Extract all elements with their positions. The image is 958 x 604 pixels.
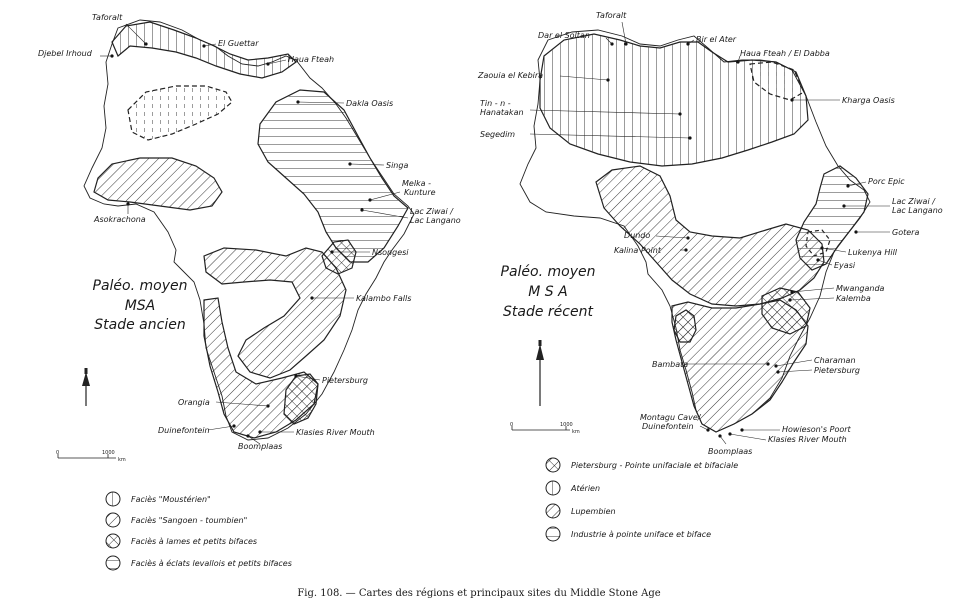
right-site-montagu-1: Montagu Cave/ bbox=[640, 413, 702, 422]
left-site-melka-kunture-1: Melka - bbox=[402, 179, 431, 188]
right-site-bir-el-ater: Bir el Ater bbox=[696, 35, 737, 44]
left-site-kalambo-falls: Kalambo Falls bbox=[356, 294, 411, 303]
right-site-tin-hanatakan-2: Hanatakan bbox=[480, 108, 524, 117]
right-site-taforalt: Taforalt bbox=[596, 11, 627, 20]
right-scale-zero: 0 bbox=[510, 422, 513, 428]
right-legend-swatch-1 bbox=[545, 457, 561, 473]
right-site-tin-hanatakan-1: Tin - n - bbox=[480, 99, 511, 108]
right-map-title-line-1: Paléo. moyen bbox=[501, 264, 596, 280]
right-site-pietersburg: Pietersburg bbox=[814, 366, 860, 375]
figure-caption: Fig. 108. — Cartes des régions et princi… bbox=[297, 588, 660, 599]
right-site-kharga-oasis: Kharga Oasis bbox=[842, 96, 895, 105]
right-site-lukenya-hill: Lukenya Hill bbox=[848, 248, 898, 257]
left-north-arrow bbox=[82, 368, 90, 406]
right-site-haua-fteah: Haua Fteah / El Dabba bbox=[740, 49, 830, 58]
right-site-montagu-2: Duinefontein bbox=[642, 422, 694, 431]
left-site-singa: Singa bbox=[386, 161, 408, 170]
left-legend-label-3: Faciès à lames et petits bifaces bbox=[131, 536, 257, 546]
right-site-eyasi: Eyasi bbox=[834, 261, 856, 270]
right-site-charaman: Charaman bbox=[814, 356, 856, 365]
right-legend-label-3: Lupembien bbox=[571, 507, 616, 516]
left-legend-label-1: Faciès "Moustérien" bbox=[131, 494, 211, 504]
right-site-lac-ziwai-2: Lac Langano bbox=[892, 206, 943, 215]
right-zone-pietersburg-main bbox=[671, 299, 809, 433]
left-legend-swatch-2 bbox=[105, 512, 121, 528]
left-legend-swatch-1 bbox=[105, 491, 121, 507]
left-zone-sangoen-west bbox=[93, 157, 223, 211]
left-site-lac-ziwai-1: Lac Ziwai / bbox=[410, 207, 454, 216]
left-site-klasies: Klasies River Mouth bbox=[296, 428, 375, 437]
left-site-boomplaas: Boomplaas bbox=[238, 442, 282, 451]
right-site-segedim: Segedim bbox=[480, 130, 515, 139]
right-legend-label-1: Pietersburg - Pointe unifaciale et bifac… bbox=[571, 461, 738, 470]
right-scale-unit: km bbox=[572, 429, 580, 435]
right-zone-aterian bbox=[539, 33, 809, 167]
left-zone-blades-pietersburg bbox=[283, 373, 319, 425]
left-legend-label-4: Faciès à éclats levallois et petits bifa… bbox=[131, 558, 292, 568]
left-site-markers bbox=[100, 23, 409, 445]
right-site-bambata: Bambata bbox=[652, 360, 688, 369]
right-site-porc-epic: Porc Epic bbox=[868, 177, 905, 186]
right-legend-swatch-2 bbox=[545, 480, 561, 496]
right-map: Taforalt Dar el Soltan Bir el Ater Haua … bbox=[477, 11, 943, 542]
left-site-asokrachona: Asokrachona bbox=[93, 215, 146, 224]
right-legend-label-2: Atérien bbox=[570, 483, 600, 493]
left-scale-bar: 0 1000 km bbox=[56, 450, 126, 463]
left-scale-max: 1000 bbox=[102, 450, 115, 456]
right-zone-aterian-dashed bbox=[749, 61, 805, 101]
right-scale-bar: 0 1000 km bbox=[510, 422, 580, 435]
right-site-markers bbox=[529, 21, 890, 445]
right-site-dundo: Dundo bbox=[624, 231, 650, 240]
left-scale-unit: km bbox=[118, 457, 126, 463]
right-site-lac-ziwai-1: Lac Ziwai / bbox=[892, 197, 936, 206]
left-site-haua-fteah: Haua Fteah bbox=[288, 55, 334, 64]
right-site-howiesons: Howieson's Poort bbox=[782, 425, 852, 434]
right-zone-pietersburg-cross-west bbox=[673, 309, 697, 343]
left-site-djebel-irhoud: Djebel Irhoud bbox=[38, 49, 93, 58]
right-map-title-line-3: Stade récent bbox=[503, 304, 593, 320]
left-legend-label-2: Faciès "Sangoen - toumbien" bbox=[131, 515, 247, 525]
left-site-orangia: Orangia bbox=[178, 398, 210, 407]
left-site-duinefontein: Duinefontein bbox=[158, 426, 210, 435]
right-site-zaouia: Zaouia el Kebira bbox=[477, 71, 543, 80]
right-zone-eyasi-dashed bbox=[805, 229, 831, 257]
left-map-title-line-2: MSA bbox=[125, 298, 156, 314]
right-legend-swatch-3 bbox=[545, 503, 561, 519]
right-legend-swatch-4 bbox=[545, 526, 561, 542]
right-site-kalina-point: Kalina Point bbox=[614, 246, 662, 255]
left-legend-swatch-3 bbox=[105, 533, 121, 549]
right-site-klasies: Klasies River Mouth bbox=[768, 435, 847, 444]
left-legend: Faciès "Moustérien" Faciès "Sangoen - to… bbox=[105, 491, 292, 571]
right-site-gotera: Gotera bbox=[892, 228, 919, 237]
left-site-taforalt: Taforalt bbox=[92, 13, 123, 22]
left-map: Taforalt Djebel Irhoud El Guettar Haua F… bbox=[38, 13, 461, 571]
right-legend-label-4: Industrie à pointe uniface et biface bbox=[571, 530, 711, 539]
right-site-labels: Taforalt Dar el Soltan Bir el Ater Haua … bbox=[477, 11, 943, 456]
right-north-arrow bbox=[536, 340, 544, 406]
right-site-kalemba: Kalemba bbox=[836, 294, 871, 303]
left-site-dakla-oasis: Dakla Oasis bbox=[346, 99, 393, 108]
left-zone-sangoen-central bbox=[203, 247, 347, 379]
left-map-title-line-3: Stade ancien bbox=[94, 317, 185, 333]
right-site-boomplaas: Boomplaas bbox=[708, 447, 752, 456]
left-zone-blades-nsongesi bbox=[321, 239, 357, 275]
left-site-labels: Taforalt Djebel Irhoud El Guettar Haua F… bbox=[38, 13, 461, 451]
right-map-title-line-2: M S A bbox=[528, 284, 567, 300]
right-site-dar-es-soltan: Dar el Soltan bbox=[538, 31, 590, 40]
right-legend: Pietersburg - Pointe unifaciale et bifac… bbox=[545, 457, 738, 542]
left-site-pietersburg: Pietersburg bbox=[322, 376, 368, 385]
left-legend-swatch-4 bbox=[105, 555, 121, 571]
left-site-nsongesi: Nsongesi bbox=[372, 248, 409, 257]
left-site-el-guettar: El Guettar bbox=[218, 39, 259, 48]
left-site-lac-ziwai-2: Lac Langano bbox=[410, 216, 461, 225]
right-site-mwanganda: Mwanganda bbox=[836, 284, 885, 293]
left-map-title-line-1: Paléo. moyen bbox=[93, 278, 188, 294]
left-zone-mousterian-north bbox=[111, 21, 297, 79]
right-scale-max: 1000 bbox=[560, 422, 573, 428]
left-site-melka-kunture-2: Kunture bbox=[404, 188, 436, 197]
left-zone-levallois-east bbox=[257, 89, 409, 263]
left-scale-zero: 0 bbox=[56, 450, 59, 456]
left-zone-mousterian-dashed bbox=[127, 85, 233, 141]
